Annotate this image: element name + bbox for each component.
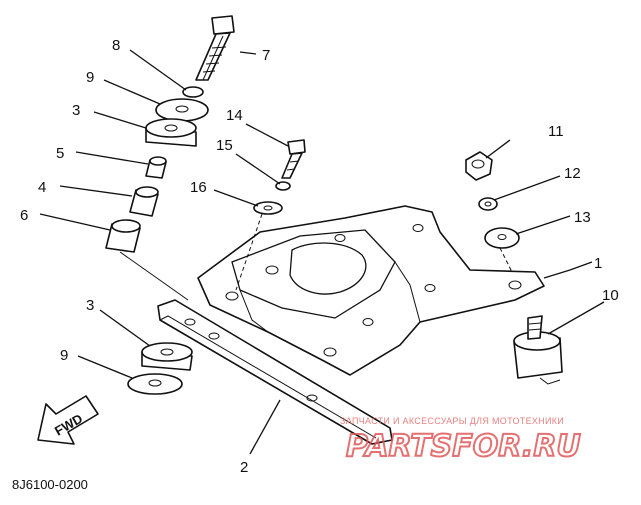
callout-13: 13 xyxy=(574,209,591,226)
callout-12: 12 xyxy=(564,165,581,182)
washer-13 xyxy=(484,227,520,249)
callout-5: 5 xyxy=(56,145,64,162)
rubber-mount-3-top xyxy=(145,118,197,147)
callout-9-top: 9 xyxy=(86,69,94,86)
flat-support-bar xyxy=(157,299,393,445)
callout-2: 2 xyxy=(240,459,248,476)
callout-16: 16 xyxy=(190,179,207,196)
callout-8: 8 xyxy=(112,37,120,54)
callout-10: 10 xyxy=(602,287,619,304)
callout-14: 14 xyxy=(226,107,243,124)
nut-11 xyxy=(465,151,493,181)
flat-washer-9-top xyxy=(155,98,209,122)
assembly-guide-line-center xyxy=(235,213,263,291)
watermark-tagline: ЗАПЧАСТИ И АКСЕССУАРЫ ДЛЯ МОТОТЕХНИКИ xyxy=(340,416,564,426)
watermark-brand: PARTSFOR.RU xyxy=(346,429,581,464)
callout-9-bottom: 9 xyxy=(60,347,68,364)
spring-washer-8 xyxy=(182,86,204,98)
callout-15: 15 xyxy=(216,137,233,154)
main-mounting-bracket xyxy=(197,205,545,376)
leader-lines xyxy=(39,49,605,455)
callout-1: 1 xyxy=(594,255,602,272)
collar-4 xyxy=(129,186,159,217)
callout-4: 4 xyxy=(38,179,46,196)
diagram-code: 8J6100-0200 xyxy=(12,477,88,492)
damper-mount-10 xyxy=(513,315,563,385)
watermark: ЗАПЧАСТИ И АКСЕССУАРЫ ДЛЯ МОТОТЕХНИКИ PA… xyxy=(340,416,582,465)
callout-7: 7 xyxy=(262,47,270,64)
assembly-guide-line-left xyxy=(119,251,189,301)
washer-12 xyxy=(478,197,498,211)
callout-3-top: 3 xyxy=(72,102,80,119)
screw-14 xyxy=(281,139,306,179)
collar-5 xyxy=(145,156,167,179)
callout-labels: 1 2 3 3 4 5 6 7 8 9 9 10 11 12 13 14 15 … xyxy=(20,37,619,476)
long-bolt xyxy=(195,15,235,81)
callout-11: 11 xyxy=(548,123,564,140)
callout-6: 6 xyxy=(20,207,28,224)
assembly-guide-line-right xyxy=(499,247,513,273)
flat-washer-9-bottom xyxy=(127,373,183,395)
forward-direction-arrow: FWD xyxy=(37,395,99,445)
callout-3-bottom: 3 xyxy=(86,297,94,314)
rubber-mount-3-bottom xyxy=(141,342,193,371)
damper-6 xyxy=(105,219,141,253)
washer-16 xyxy=(253,201,283,215)
